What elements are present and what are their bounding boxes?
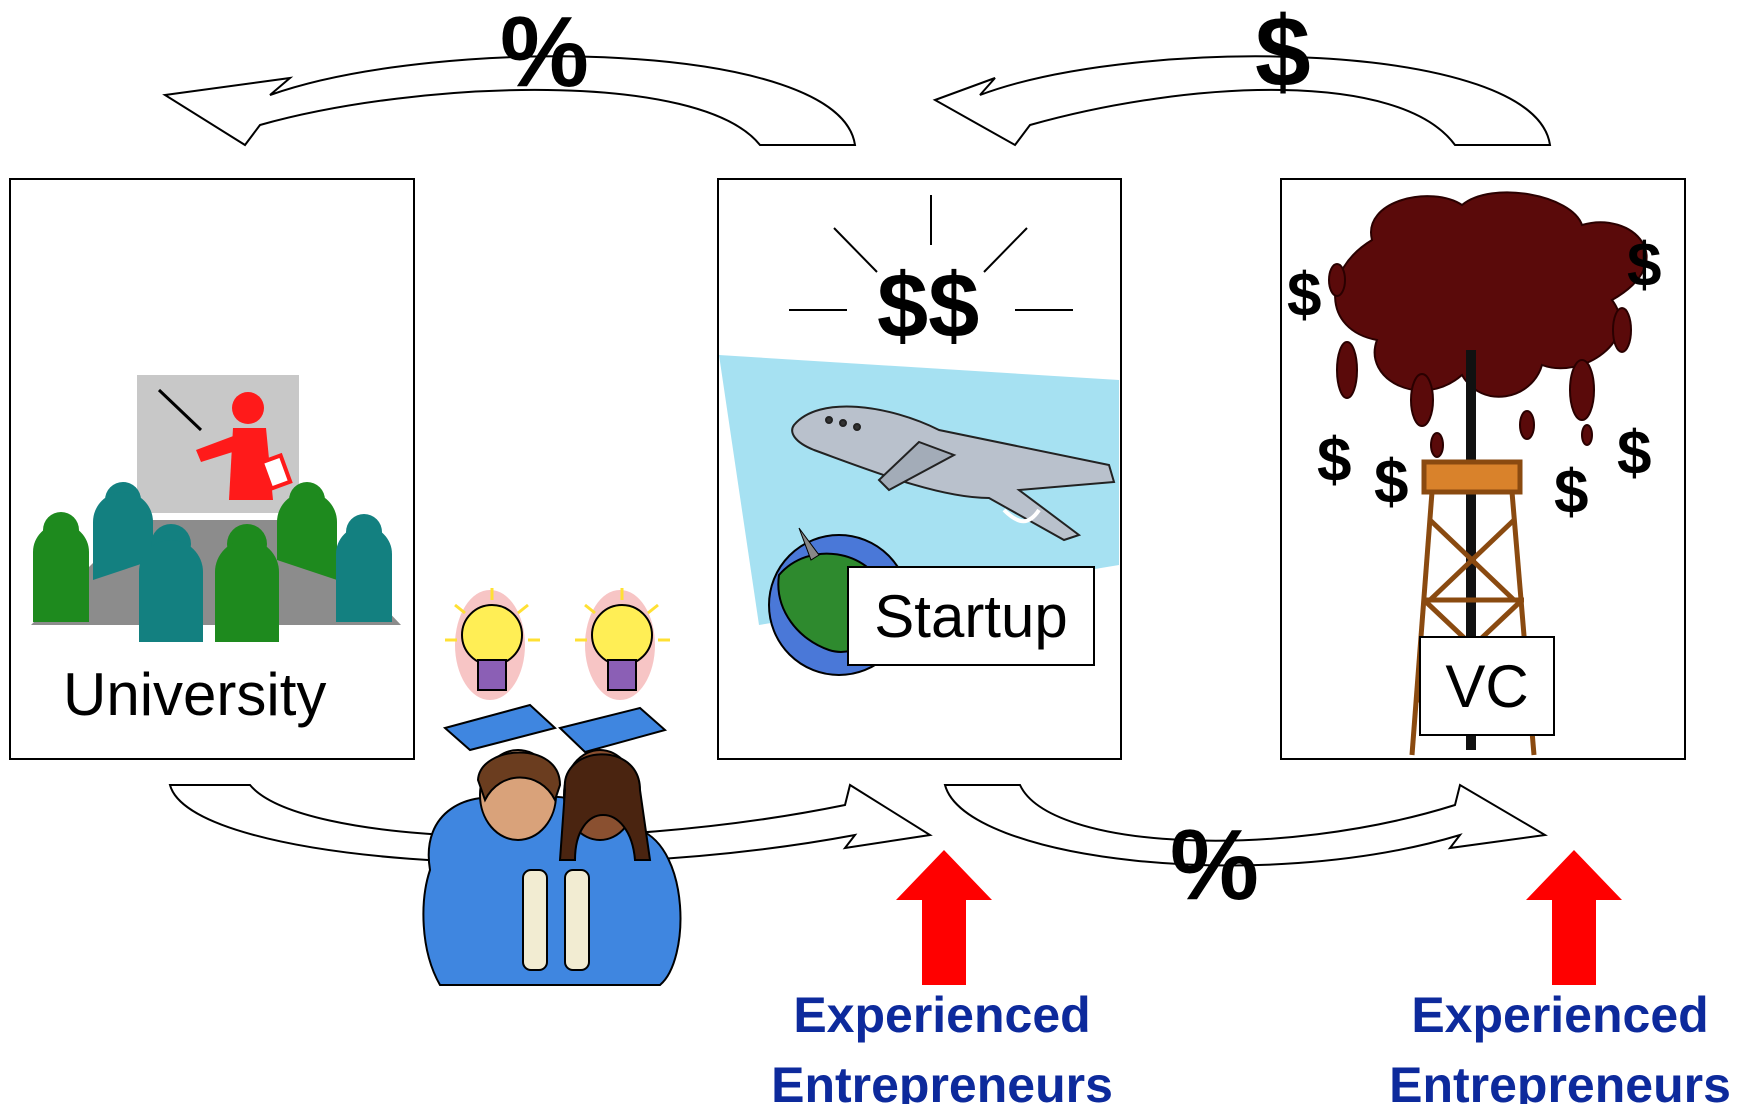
vc-dollar-3: $	[1317, 426, 1352, 495]
input-label-line1: Experienced	[793, 987, 1091, 1043]
startup-money-symbol: $$	[877, 255, 980, 357]
startup-box: $$ Startup	[717, 178, 1122, 760]
vc-label: VC	[1419, 636, 1555, 736]
flow-arrow-university-to-startup	[168, 783, 933, 865]
airplane-icon	[791, 405, 1116, 542]
oil-pipe	[1466, 350, 1476, 750]
flow-percent-top-left: %	[500, 0, 589, 108]
experienced-entrepreneurs-startup: Experienced Entrepreneurs	[752, 980, 1132, 1104]
vc-dollar-4: $	[1374, 448, 1409, 517]
flow-arrow-vc-to-startup	[932, 55, 1552, 147]
flow-arrow-startup-to-university	[162, 55, 857, 147]
university-label: University	[63, 661, 327, 728]
input-label-line2: Entrepreneurs	[771, 1057, 1113, 1104]
flow-percent-bottom-right: %	[1170, 809, 1259, 921]
audience-figures	[33, 482, 392, 642]
vc-dollar-6: $	[1617, 419, 1652, 488]
input-label-line2: Entrepreneurs	[1389, 1057, 1731, 1104]
classroom-illustration	[31, 375, 401, 642]
startup-illustration	[719, 195, 1119, 676]
vc-dollar-2: $	[1627, 231, 1662, 300]
experienced-entrepreneurs-vc: Experienced Entrepreneurs	[1370, 980, 1750, 1104]
teacher-figure	[196, 392, 293, 500]
vc-box: $ $ $ $ $ $ VC	[1280, 178, 1686, 760]
flow-dollar-top-right: $	[1255, 0, 1311, 108]
flow-arrow-startup-to-vc	[943, 783, 1548, 867]
vc-dollar-1: $	[1287, 261, 1322, 330]
pointer-stick	[157, 388, 203, 432]
oil-gusher	[1328, 191, 1648, 458]
shine-lines	[789, 195, 1073, 311]
input-label-line1: Experienced	[1411, 987, 1709, 1043]
startup-label: Startup	[847, 566, 1095, 666]
oil-gusher-illustration	[1328, 191, 1648, 756]
university-box: University	[9, 178, 415, 760]
oil-derrick	[1409, 459, 1537, 756]
vc-dollar-5: $	[1554, 458, 1589, 527]
